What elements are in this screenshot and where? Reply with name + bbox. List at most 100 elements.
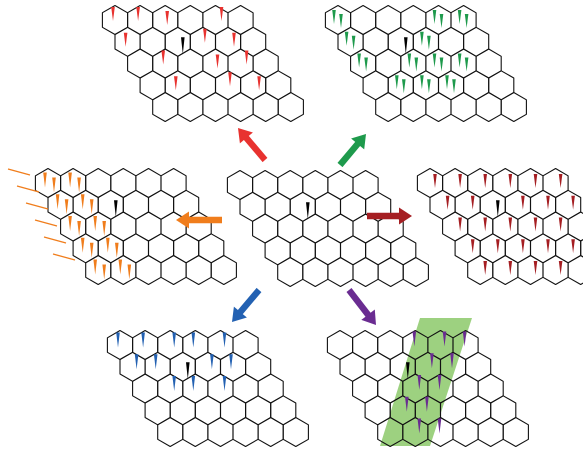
edge-bond [52,253,76,261]
hexagon-cell [97,233,124,264]
hexagon-cell [185,254,212,286]
hexagon-cell [173,233,200,264]
hexagon-cell [437,70,465,101]
hexagon-cell [454,189,481,220]
adsorbate-marker [445,195,450,210]
hexagon-cell [454,233,481,264]
hexagon-cell [314,191,342,222]
adsorbate-marker [457,10,462,24]
adsorbate-marker [161,50,165,65]
hexagon-cell [189,26,217,57]
adsorbate-marker [406,362,410,380]
adsorbate-marker [191,332,196,348]
adsorbate-marker [571,239,575,254]
hexagon-cell [232,373,259,404]
adsorbate-marker [432,10,437,24]
hexagon-cell [160,167,187,199]
hexagon-cell [412,70,440,101]
hexagon-cell [157,329,184,361]
adsorbate-marker [89,242,94,258]
hexagon-cell [425,48,452,79]
hexagon-cell [500,91,527,123]
hexagon-cell [467,167,494,199]
hexagon-cell [110,254,137,286]
adsorbate-marker [222,332,227,348]
hexagon-cell [169,395,196,426]
hexagon-cell [207,373,234,404]
hexagon-cell [177,91,204,123]
adsorbate-marker [432,53,437,68]
hexagon-cell [157,416,184,448]
hexagon-cell [207,416,234,448]
hexagon-cell [450,91,477,123]
hexagon-cell [362,26,389,57]
hexagon-cell [425,91,452,123]
hexagon-cell [327,169,354,201]
hexagon-cell [352,256,379,288]
hexagon-cell [542,167,569,199]
hexagon-cell [350,4,377,36]
bottom-right-lattice [326,329,529,448]
bottom-left-lattice [106,329,309,448]
adsorbate-marker [546,195,550,210]
hexagon-cell [477,416,504,448]
hexagon-cell [327,213,354,244]
adsorbate-marker [430,353,434,369]
hexagon-cell [555,233,582,264]
hexagon-cell [240,26,267,57]
adsorbate-marker [116,332,120,348]
adsorbate-marker [339,14,343,28]
adsorbate-marker [437,418,442,434]
adsorbate-marker [114,200,118,218]
hexagon-cell [450,48,477,79]
hexagon-cell [177,48,204,79]
hexagon-cell [492,211,519,242]
adsorbate-marker [43,172,47,188]
adsorbate-marker [232,32,236,47]
hexagon-cell [352,373,379,404]
top-left-lattice [101,4,304,123]
hexagon-cell [302,256,329,288]
hexagon-cell [257,373,284,404]
hexagon-cell [463,26,490,57]
hexagon-cell [362,70,389,101]
arrow-middle-left [176,211,222,229]
hexagon-cell [302,213,329,244]
adsorbate-marker [571,195,575,210]
center-lattice [226,169,429,288]
hexagon-cell [277,91,304,123]
hexagon-cell [160,254,187,286]
adsorbate-marker [68,172,72,188]
edge-bond [16,185,40,193]
highlight-stripe [380,318,472,446]
hexagon-cell [214,70,242,101]
hexagon-cell [479,189,506,220]
adsorbate-marker [191,376,196,391]
adsorbate-marker [405,396,409,412]
hexagon-cell [245,395,272,426]
hexagon-cell [542,211,569,242]
adsorbate-marker [77,221,81,236]
hexagon-cell [164,70,191,101]
hexagon-cell [34,167,62,199]
hexagon-cell [567,254,583,286]
hexagon-cell [504,189,532,220]
hexagon-cell [152,4,179,36]
adsorbate-marker [427,79,431,94]
hexagon-cell [270,395,297,426]
hexagon-cell [463,70,490,101]
hexagon-cell [202,91,229,123]
adsorbate-marker [417,418,422,434]
adsorbate-marker [470,195,475,210]
arrow-bottom-right [346,288,376,325]
hexagon-cell [202,4,229,36]
adsorbate-marker [433,174,437,188]
adsorbate-marker [452,79,456,94]
edge-bond [43,236,67,244]
adsorbate-marker [508,174,513,188]
middle-left-lattice [34,167,237,286]
hexagon-cell [465,351,492,382]
adsorbate-marker [508,217,513,232]
hexagon-cell [465,395,492,426]
adsorbate-marker [55,194,60,210]
